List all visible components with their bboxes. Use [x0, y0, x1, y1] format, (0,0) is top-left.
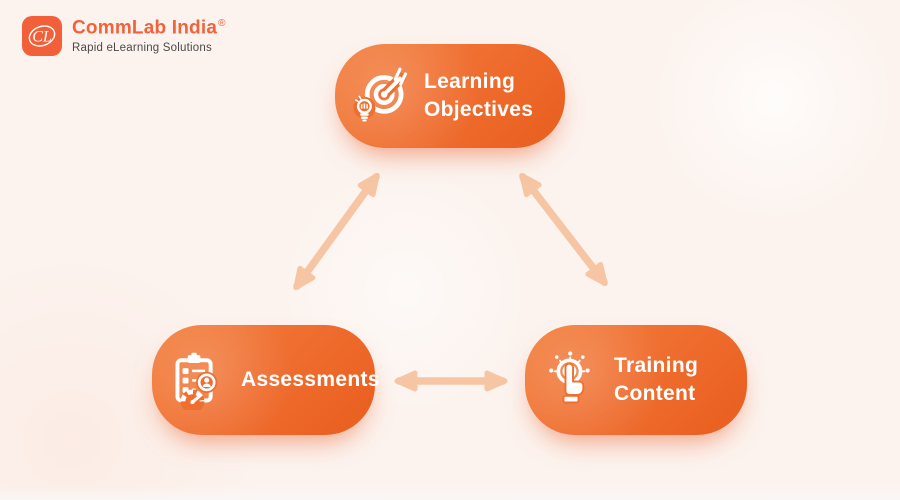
node-learning-objectives: Learning Objectives: [335, 44, 565, 148]
node-label: Assessments: [241, 368, 380, 392]
interactive-touch-icon: [541, 350, 601, 410]
arrow-objectives-training: [519, 172, 608, 287]
brand-text: CommLab India® Rapid eLearning Solutions: [72, 18, 226, 54]
node-label: Training Content: [614, 354, 699, 405]
brand-logo: CL CommLab India® Rapid eLearning Soluti…: [22, 16, 226, 56]
registered-mark: ®: [218, 18, 226, 30]
clipboard-checklist-gauge-icon: [168, 350, 228, 410]
monogram-text: CL: [32, 29, 52, 46]
node-training-content: Training Content: [525, 325, 747, 435]
node-label: Learning Objectives: [424, 70, 534, 121]
brand-name-text: CommLab India: [72, 17, 218, 39]
brand-name: CommLab India®: [72, 18, 226, 39]
commlab-monogram-icon: CL: [22, 16, 62, 56]
node-assessments: Assessments: [152, 325, 380, 435]
brand-tagline: Rapid eLearning Solutions: [72, 41, 212, 54]
target-dart-lightbulb-icon: [351, 66, 411, 126]
arrow-objectives-assessments: [293, 172, 380, 291]
